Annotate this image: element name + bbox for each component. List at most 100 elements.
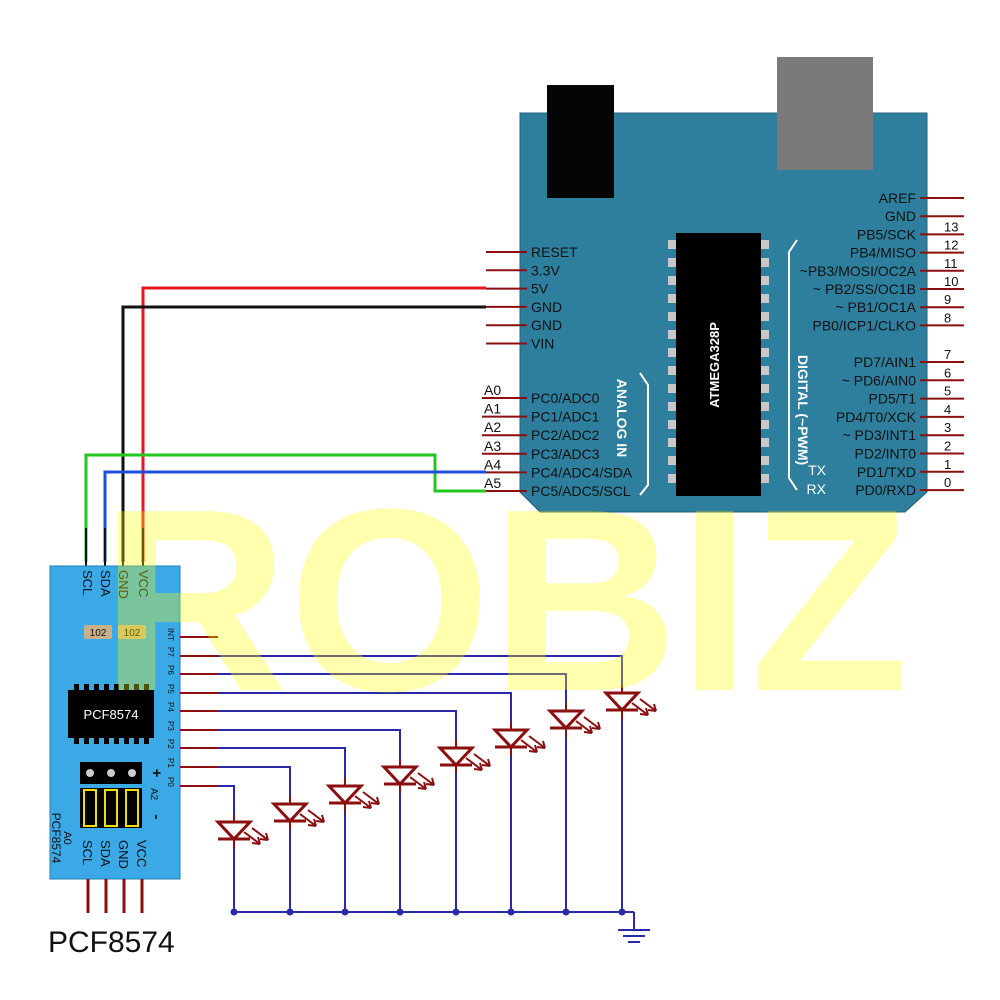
resistor-r1-label: 102 [90, 628, 107, 639]
wire-gnd [121, 305, 486, 562]
digital-pin-number: 4 [944, 402, 951, 417]
digital-bracket [788, 239, 798, 491]
power-pin-label: 5V [531, 281, 549, 297]
port-pin-label: P2 [166, 739, 175, 749]
digital-pin-number: 11 [944, 256, 958, 271]
digital-pin-label: PD1/TXD [857, 464, 916, 480]
side-label-pcf8574: PCF8574 [49, 813, 63, 864]
resistor-r1 [84, 625, 112, 639]
port-pin-label: P5 [166, 684, 175, 694]
analog-pin-number: A3 [484, 438, 501, 454]
digital-pin-label: ~ PB2/SS/OC1B [813, 281, 916, 297]
digital-pin-number: 9 [944, 292, 951, 307]
digital-pin-label: PD7/AIN1 [854, 354, 916, 370]
module-bottom-pin-label: SDA [98, 840, 113, 867]
resistor-r2-label: 102 [124, 628, 141, 639]
analog-pin-label: PC3/ADC3 [531, 446, 600, 462]
port-pin-label: P7 [166, 647, 175, 657]
power-jack [547, 85, 614, 198]
ground-symbol [618, 912, 650, 943]
power-pin-label: 3.3V [531, 262, 560, 278]
power-header: RESET 3.3V 5V GND GND VIN [486, 244, 578, 352]
wire-scl [84, 453, 486, 562]
analog-pin-number: A1 [484, 401, 501, 417]
usb-connector [777, 57, 873, 170]
atmega-chip [676, 233, 761, 496]
digital-pin-label: PD4/T0/XCK [836, 409, 917, 425]
digital-pin-label: AREF [879, 190, 916, 206]
digital-pin-number: 1 [944, 457, 951, 472]
module-bottom-pin-label: VCC [134, 840, 149, 867]
digital-pin-number: 7 [944, 347, 951, 362]
digital-pin-number: 0 [944, 475, 951, 490]
module-top-pin-label: SCL [80, 570, 95, 595]
power-pin-label: RESET [531, 244, 578, 260]
port-pin-label: P4 [166, 702, 175, 712]
module-bottom-pin-label: SCL [80, 840, 95, 865]
analog-pin-number: A0 [484, 382, 501, 398]
module-caption: PCF8574 [48, 926, 175, 959]
rx-label: RX [807, 481, 827, 497]
digital-pin-label: ~ PD6/AIN0 [842, 372, 917, 388]
led-p3 [180, 729, 435, 916]
digital-pin-number: 3 [944, 420, 951, 435]
chip-legs [668, 240, 769, 483]
led-array [180, 636, 657, 916]
analog-pin-label: PC4/ADC4/SDA [531, 464, 633, 480]
analog-in-title: ANALOG IN [614, 379, 630, 458]
analog-pin-label: PC1/ADC1 [531, 409, 600, 425]
port-pin-label: INT [166, 628, 175, 641]
module-top-leads [85, 528, 144, 566]
analog-pin-number: A4 [484, 456, 501, 472]
port-pin-label: P1 [166, 758, 175, 768]
led-p6 [180, 673, 601, 916]
tx-label: TX [808, 462, 827, 478]
digital-pin-number: 10 [944, 274, 958, 289]
digital-title: DIGITAL (~PWM) [795, 355, 811, 465]
digital-pin-number: 12 [944, 238, 958, 253]
digital-pin-label: PD0/RXD [855, 482, 916, 498]
jumper-a2-label: A2 [148, 788, 159, 801]
digital-pin-label: ~ PB1/OC1A [835, 299, 916, 315]
watermark: ROBIZ [101, 456, 910, 746]
digital-pin-label: PB0/ICP1/CLKO [813, 317, 917, 333]
digital-pin-label: PB5/SCK [857, 226, 917, 242]
digital-pin-label: PD2/INT0 [855, 446, 917, 462]
module-bottom-leads [86, 879, 144, 913]
analog-pin-number: A2 [484, 419, 501, 435]
digital-pin-label: PB4/MISO [850, 245, 916, 261]
led-p1 [180, 766, 325, 916]
digital-pin-label: ~ PD3/INT1 [842, 427, 916, 443]
analog-pin-label: PC5/ADC5/SCL [531, 483, 631, 499]
led-p0 [180, 785, 269, 916]
analog-pin-number: A5 [484, 475, 501, 491]
digital-pin-label: ~PB3/MOSI/OC2A [800, 263, 917, 279]
jumper-minus-label: - [148, 815, 165, 820]
digital-pin-number: 5 [944, 384, 951, 399]
power-pin-label: VIN [531, 336, 554, 352]
power-pin-label: GND [531, 299, 562, 315]
port-pin-label: P6 [166, 665, 175, 675]
digital-pin-number: 2 [944, 439, 951, 454]
power-pin-label: GND [531, 317, 562, 333]
led-p7 [180, 655, 657, 916]
pcf8574-chip: PCF8574 [68, 684, 154, 744]
led-p2 [180, 747, 380, 916]
analog-pin-label: PC0/ADC0 [531, 390, 600, 406]
arduino-board: ATMEGA328P ANALOG IN DIGITAL (~PWM) RESE… [482, 57, 964, 513]
port-pin-label: P3 [166, 721, 175, 731]
resistor-r2 [118, 625, 146, 639]
digital-pin-number: 13 [944, 219, 958, 234]
jumper-plus-label: + [148, 769, 165, 778]
led-p4 [180, 710, 491, 916]
module-top-pin-label: SDA [98, 570, 113, 597]
pcf8574-chip-label: PCF8574 [84, 707, 139, 722]
